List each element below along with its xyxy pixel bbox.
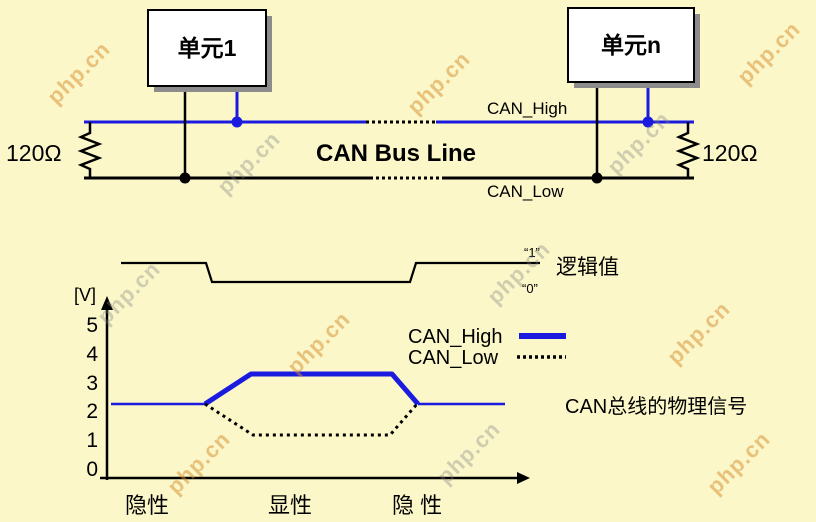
unitn-box xyxy=(567,7,695,83)
y-tick-1: 1 xyxy=(86,429,98,452)
can-high-label: CAN_High xyxy=(487,99,567,118)
y-unit-label: [V] xyxy=(74,285,96,305)
right-terminator-resistor xyxy=(675,122,701,178)
left-terminator-label: 120Ω xyxy=(6,140,62,166)
y-tick-4: 4 xyxy=(86,343,98,366)
y-tick-5: 5 xyxy=(86,314,98,337)
left-terminator-resistor xyxy=(77,122,103,178)
logic-signal-label: 逻辑值 xyxy=(556,256,619,279)
legend-can-low-label: CAN_Low xyxy=(408,347,499,369)
unit1-box xyxy=(147,9,267,87)
can-low-label: CAN_Low xyxy=(487,182,564,201)
unitn-low-junction-dot xyxy=(591,172,603,184)
unit1-label: 单元1 xyxy=(178,35,237,61)
physical-signal-caption: CAN总线的物理信号 xyxy=(565,395,747,418)
unit1-high-junction-dot xyxy=(231,116,243,128)
unitn-high-junction-dot xyxy=(642,116,654,128)
bus-line-label: CAN Bus Line xyxy=(316,140,476,167)
right-terminator-label: 120Ω xyxy=(702,140,758,166)
y-axis-arrow xyxy=(101,296,113,310)
x-label-recessive-2: 隐 性 xyxy=(392,493,442,518)
logic-high-level-label: “1” xyxy=(524,245,540,260)
y-tick-0: 0 xyxy=(86,458,98,481)
logic-trace xyxy=(121,261,540,284)
x-label-dominant: 显性 xyxy=(268,493,312,518)
unitn-label: 单元n xyxy=(601,32,661,58)
x-axis-arrow xyxy=(517,472,530,484)
y-tick-2: 2 xyxy=(86,400,98,423)
unit1-low-junction-dot xyxy=(179,172,191,184)
can-high-waveform xyxy=(203,371,420,407)
can-low-waveform xyxy=(204,402,419,437)
logic-low-level-label: “0” xyxy=(522,281,538,296)
x-label-recessive-1: 隐性 xyxy=(125,493,169,518)
y-tick-3: 3 xyxy=(86,372,98,395)
legend-can-high-label: CAN_High xyxy=(408,326,502,348)
